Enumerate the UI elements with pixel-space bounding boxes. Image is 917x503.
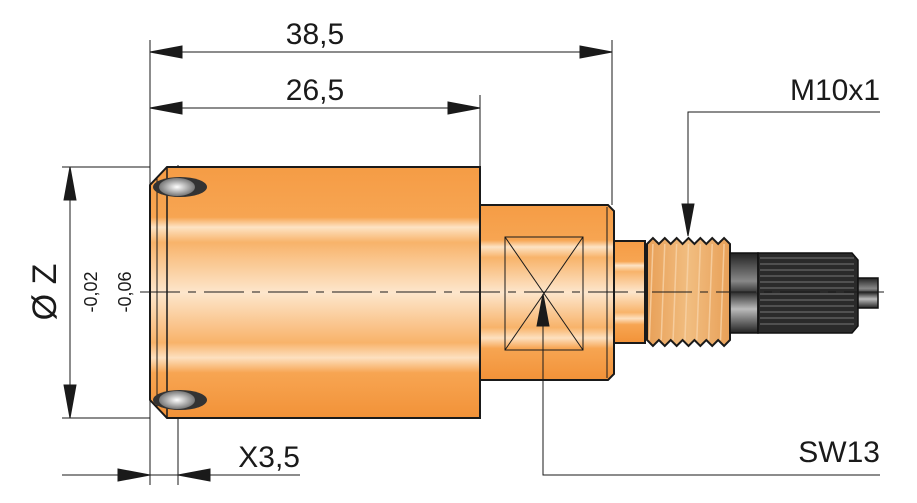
dim-thread: M10x1 bbox=[790, 74, 880, 107]
dim-groove: X3,5 bbox=[238, 441, 300, 474]
thread-flank bbox=[707, 243, 713, 341]
ball-bottom bbox=[153, 390, 207, 410]
ball-top bbox=[153, 177, 207, 197]
collar bbox=[729, 252, 759, 334]
arrow-icon bbox=[681, 203, 695, 237]
pin bbox=[857, 277, 879, 309]
arrow-icon bbox=[536, 293, 550, 327]
arrow-icon bbox=[117, 468, 151, 482]
knurl-ridges bbox=[760, 257, 854, 325]
arrow-icon bbox=[579, 45, 613, 59]
dim-overall-length: 38,5 bbox=[286, 18, 344, 51]
arrow-icon bbox=[63, 166, 77, 201]
arrow-icon bbox=[149, 45, 183, 59]
knurl bbox=[757, 252, 859, 334]
wrench-flat bbox=[504, 236, 584, 351]
thread-flank bbox=[648, 243, 654, 341]
leader-thread bbox=[687, 111, 880, 235]
dim-diameter: Ø Z bbox=[26, 264, 64, 321]
tolerance-lower: -0,06 bbox=[115, 271, 135, 312]
dim-wrench-size: SW13 bbox=[798, 436, 880, 469]
arrow-icon bbox=[63, 384, 77, 419]
tolerance-upper: -0,02 bbox=[81, 271, 101, 312]
dim-body-length: 26,5 bbox=[286, 74, 344, 107]
arrow-icon bbox=[149, 101, 183, 115]
thread-flank bbox=[696, 243, 702, 341]
arrow-icon bbox=[447, 101, 481, 115]
leader-wrench bbox=[542, 296, 880, 476]
arrow-icon bbox=[177, 468, 211, 482]
